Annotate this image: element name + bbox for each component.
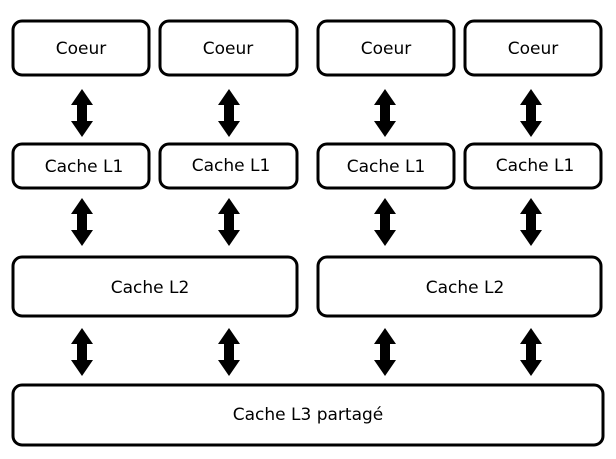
l2-cache-box-1: Cache L2: [11, 255, 299, 318]
arrow-l1-4-l2: [520, 198, 542, 246]
core-box-1: Coeur: [11, 19, 151, 77]
l1-cache-box-2: Cache L1: [158, 142, 299, 190]
core-label-2: Coeur: [203, 39, 254, 59]
arrow-l2-2b-l3: [520, 328, 542, 376]
l1-cache-box-3: Cache L1: [316, 142, 456, 190]
arrow-core2-l1: [218, 89, 240, 137]
l3-cache-box: Cache L3 partagé: [11, 383, 605, 447]
l1-cache-label-2: Cache L1: [192, 156, 271, 176]
l1-cache-label-1: Cache L1: [45, 157, 124, 177]
arrow-core4-l1: [520, 89, 542, 137]
core-label-4: Coeur: [508, 39, 559, 59]
l3-cache-label: Cache L3 partagé: [233, 405, 384, 425]
core-label-3: Coeur: [361, 39, 412, 59]
arrow-l2-1b-l3: [218, 328, 240, 376]
l1-cache-box-4: Cache L1: [463, 142, 603, 190]
arrow-core1-l1: [71, 89, 93, 137]
l2-cache-label-1: Cache L2: [111, 278, 190, 298]
arrow-l2-1a-l3: [71, 328, 93, 376]
arrow-l1-2-l2: [218, 198, 240, 246]
core-box-3: Coeur: [316, 19, 456, 77]
arrow-core3-l1: [374, 89, 396, 137]
l2-cache-box-2: Cache L2: [316, 255, 603, 318]
l1-cache-label-3: Cache L1: [347, 157, 426, 177]
core-box-4: Coeur: [463, 19, 603, 77]
core-label-1: Coeur: [56, 39, 107, 59]
l1-cache-label-4: Cache L1: [496, 156, 575, 176]
core-box-2: Coeur: [158, 19, 299, 77]
arrow-l2-2a-l3: [374, 328, 396, 376]
arrow-l1-3-l2: [374, 198, 396, 246]
l2-cache-label-2: Cache L2: [426, 278, 505, 298]
arrow-l1-1-l2: [71, 198, 93, 246]
l1-cache-box-1: Cache L1: [11, 142, 151, 190]
